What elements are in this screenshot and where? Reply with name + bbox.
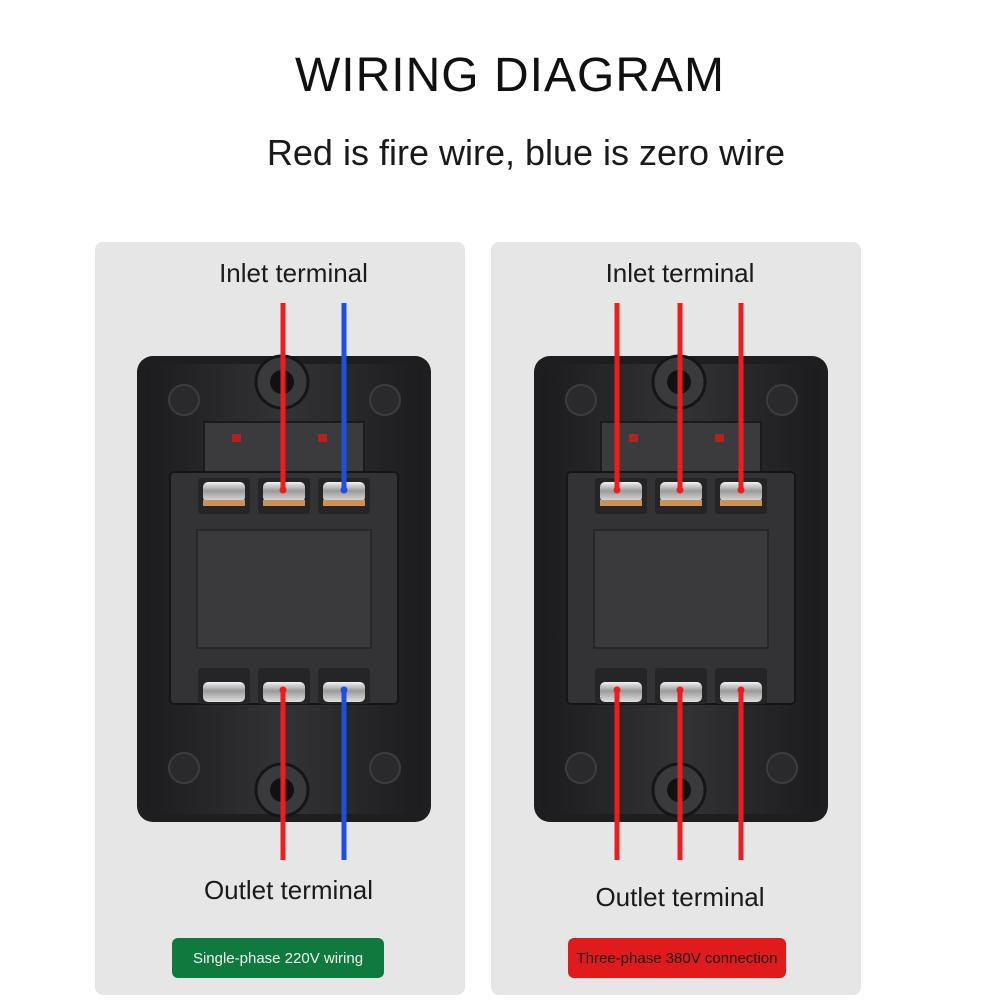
screw-plate-top xyxy=(203,500,245,506)
outlet-wire-end xyxy=(737,686,745,694)
screw-plate-top xyxy=(660,500,702,506)
single-phase-badge: Single-phase 220V wiring xyxy=(172,938,384,978)
corner-dimple xyxy=(766,752,798,784)
indicator-mark-left xyxy=(232,434,241,442)
outlet-label-left: Outlet terminal xyxy=(203,875,374,905)
screw-bottom xyxy=(600,682,642,702)
corner-dimple xyxy=(369,752,401,784)
screw-plate-top xyxy=(263,500,305,506)
inlet-wire-end xyxy=(613,486,621,494)
indicator-mark-right xyxy=(715,434,724,442)
screw-plate-top xyxy=(600,500,642,506)
diagram-title: WIRING DIAGRAM xyxy=(295,49,725,102)
corner-dimple xyxy=(766,384,798,416)
outlet-label-right: Outlet terminal xyxy=(595,882,765,912)
label-plate xyxy=(196,529,372,649)
outlet-wire-end xyxy=(340,686,348,694)
screw-top xyxy=(203,482,245,502)
screw-bottom xyxy=(203,682,245,702)
screw-top xyxy=(600,482,642,502)
wires-left xyxy=(279,303,348,860)
inlet-label-left: Inlet terminal xyxy=(219,258,368,288)
three-phase-badge: Three-phase 380V connection xyxy=(568,938,786,978)
indicator-mark-right xyxy=(318,434,327,442)
inlet-wire-end xyxy=(340,486,348,494)
wires-right xyxy=(613,303,745,860)
screw-plate-top xyxy=(720,500,762,506)
corner-dimple xyxy=(369,384,401,416)
corner-dimple xyxy=(168,752,200,784)
outlet-wire-end xyxy=(279,686,287,694)
indicator-mark-left xyxy=(629,434,638,442)
inlet-wire-end xyxy=(676,486,684,494)
corner-dimple xyxy=(565,384,597,416)
label-plate xyxy=(593,529,769,649)
outlet-wire-end xyxy=(613,686,621,694)
switch-body-right xyxy=(534,354,828,822)
corner-dimple xyxy=(565,752,597,784)
inlet-label-right: Inlet terminal xyxy=(605,258,755,288)
inlet-wire-end xyxy=(737,486,745,494)
diagram-subtitle: Red is fire wire, blue is zero wire xyxy=(266,132,786,173)
inlet-wire-end xyxy=(279,486,287,494)
screw-plate-top xyxy=(323,500,365,506)
corner-dimple xyxy=(168,384,200,416)
outlet-wire-end xyxy=(676,686,684,694)
